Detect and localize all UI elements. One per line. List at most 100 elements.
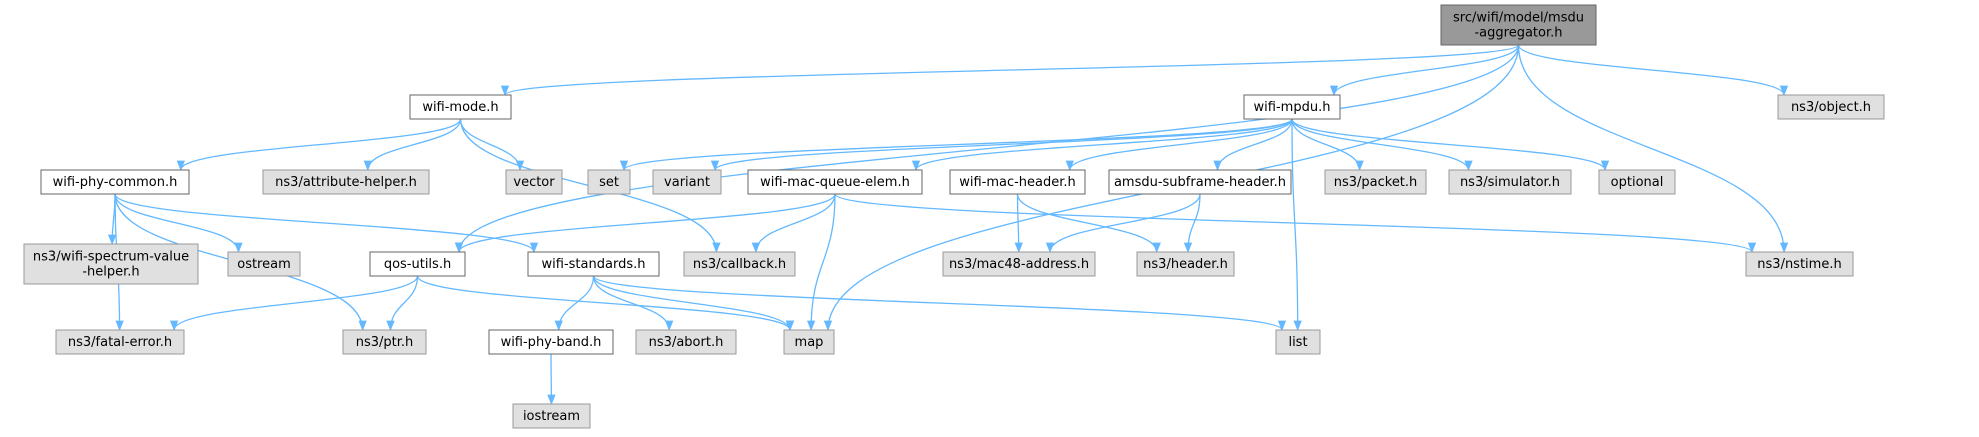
node-label: qos-utils.h: [384, 257, 451, 272]
node-box: [635, 329, 737, 355]
node-label: iostream: [523, 409, 580, 424]
edge-amsdu_header-to-mac48: [1045, 193, 1201, 254]
edge-qos_utils-to-map: [416, 275, 795, 332]
node-box: [488, 329, 614, 355]
node-label: map: [795, 335, 824, 350]
node-box: [55, 329, 185, 355]
edge-wifi_mpdu-to-set: [620, 118, 1293, 172]
node-qos-utils[interactable]: qos-utils.h: [369, 251, 466, 277]
node-box: [1745, 251, 1854, 277]
node-ns3-abort: ns3/abort.h: [635, 329, 737, 355]
node-optional: optional: [1598, 169, 1676, 195]
node-label: ns3/object.h: [1791, 100, 1871, 115]
node-set: set: [587, 169, 631, 195]
edge-mac_queue_elem-to-ns3_callback: [751, 193, 836, 254]
node-ns3-callback: ns3/callback.h: [683, 251, 796, 277]
edge-wifi_mpdu-to-variant: [711, 118, 1293, 172]
node-wifi-mpdu[interactable]: wifi-mpdu.h: [1243, 94, 1341, 120]
edge-wifi_mode-to-vector: [459, 118, 525, 172]
edge-root-to-ns3_nstime: [1517, 44, 1789, 254]
edge-wifi_mpdu-to-ns3_packet: [1291, 118, 1364, 172]
node-box: [512, 403, 591, 429]
node-box: [342, 329, 427, 355]
node-label: ns3/abort.h: [649, 335, 724, 350]
edge-root-to-ns3_object: [1517, 44, 1789, 97]
node-wifi-phy-band[interactable]: wifi-phy-band.h: [488, 329, 614, 355]
node-ns3-simulator: ns3/simulator.h: [1448, 169, 1572, 195]
node-box: [1440, 4, 1597, 46]
edge-wifi_mpdu-to-mac_header: [1065, 118, 1293, 172]
node-mac-header[interactable]: wifi-mac-header.h: [949, 169, 1086, 195]
node-label: ns3/callback.h: [693, 257, 786, 272]
node-mac-queue-elem[interactable]: wifi-mac-queue-elem.h: [747, 169, 923, 195]
node-label: wifi-standards.h: [542, 257, 646, 272]
node-box: [1598, 169, 1676, 195]
edge-qos_utils-to-fatal_error: [170, 275, 419, 332]
edge-wifi_mpdu-to-list: [1291, 118, 1302, 332]
node-box: [1136, 251, 1235, 277]
node-ns3-packet: ns3/packet.h: [1324, 169, 1427, 195]
node-ns3-nstime: ns3/nstime.h: [1745, 251, 1854, 277]
node-fatal-error: ns3/fatal-error.h: [55, 329, 185, 355]
node-ns3-object: ns3/object.h: [1777, 94, 1885, 120]
node-label: optional: [1611, 175, 1664, 190]
node-ostream: ostream: [227, 251, 301, 277]
node-label: ns3/header.h: [1143, 257, 1228, 272]
node-label: wifi-mode.h: [422, 100, 498, 115]
node-box: [227, 251, 301, 277]
node-iostream: iostream: [512, 403, 591, 429]
node-box: [1777, 94, 1885, 120]
edge-mac_header-to-mac48: [1014, 193, 1023, 254]
node-box: [1275, 329, 1321, 355]
node-label: ostream: [237, 257, 291, 272]
node-label: wifi-phy-common.h: [53, 175, 178, 190]
node-label: -helper.h: [82, 265, 139, 280]
node-label: set: [599, 175, 619, 190]
node-box: [1448, 169, 1572, 195]
node-label: vector: [513, 175, 555, 190]
node-spectrum-helper: ns3/wifi-spectrum-value-helper.h: [23, 243, 199, 285]
node-label: ns3/packet.h: [1334, 175, 1418, 190]
node-label: -aggregator.h: [1474, 26, 1562, 41]
node-label: ns3/nstime.h: [1757, 257, 1841, 272]
edge-wifi_mode-to-attribute_helper: [363, 118, 462, 172]
edge-wifi_mpdu-to-mac_queue_elem: [911, 118, 1293, 172]
node-box: [1324, 169, 1427, 195]
node-box: [505, 169, 563, 195]
node-variant: variant: [652, 169, 722, 195]
node-label: ns3/fatal-error.h: [68, 335, 172, 350]
node-box: [587, 169, 631, 195]
edge-wifi_mode-to-wifi_phy_common: [176, 118, 462, 172]
node-box: [527, 251, 660, 277]
node-box: [1243, 94, 1341, 120]
node-wifi-phy-common[interactable]: wifi-phy-common.h: [40, 169, 190, 195]
node-box: [949, 169, 1086, 195]
edge-wifi_phy_common-to-wifi_standards: [114, 193, 539, 254]
node-map: map: [783, 329, 835, 355]
node-list: list: [1275, 329, 1321, 355]
edge-root-to-qos_utils: [454, 44, 1520, 254]
node-box: [747, 169, 923, 195]
node-wifi-standards[interactable]: wifi-standards.h: [527, 251, 660, 277]
node-label: list: [1288, 335, 1307, 350]
edge-wifi_phy_common-to-ostream: [114, 193, 243, 254]
node-label: src/wifi/model/msdu: [1453, 11, 1584, 26]
node-box: [783, 329, 835, 355]
node-amsdu-header[interactable]: amsdu-subframe-header.h: [1108, 169, 1292, 195]
node-ns3-ptr: ns3/ptr.h: [342, 329, 427, 355]
node-box: [942, 251, 1096, 277]
node-box: [40, 169, 190, 195]
node-ns3-header: ns3/header.h: [1136, 251, 1235, 277]
node-attribute-helper: ns3/attribute-helper.h: [262, 169, 430, 195]
node-label: ns3/wifi-spectrum-value: [33, 250, 189, 265]
edge-root-to-wifi_mpdu: [1329, 44, 1520, 97]
node-box: [683, 251, 796, 277]
edge-mac_queue_elem-to-qos_utils: [454, 193, 836, 254]
edge-mac_queue_elem-to-ns3_nstime: [834, 193, 1756, 254]
node-root[interactable]: src/wifi/model/msdu-aggregator.h: [1440, 4, 1597, 46]
edge-wifi_mpdu-to-optional: [1291, 118, 1610, 172]
node-label: wifi-mac-queue-elem.h: [760, 175, 910, 190]
node-wifi-mode[interactable]: wifi-mode.h: [409, 94, 512, 120]
node-box: [652, 169, 722, 195]
